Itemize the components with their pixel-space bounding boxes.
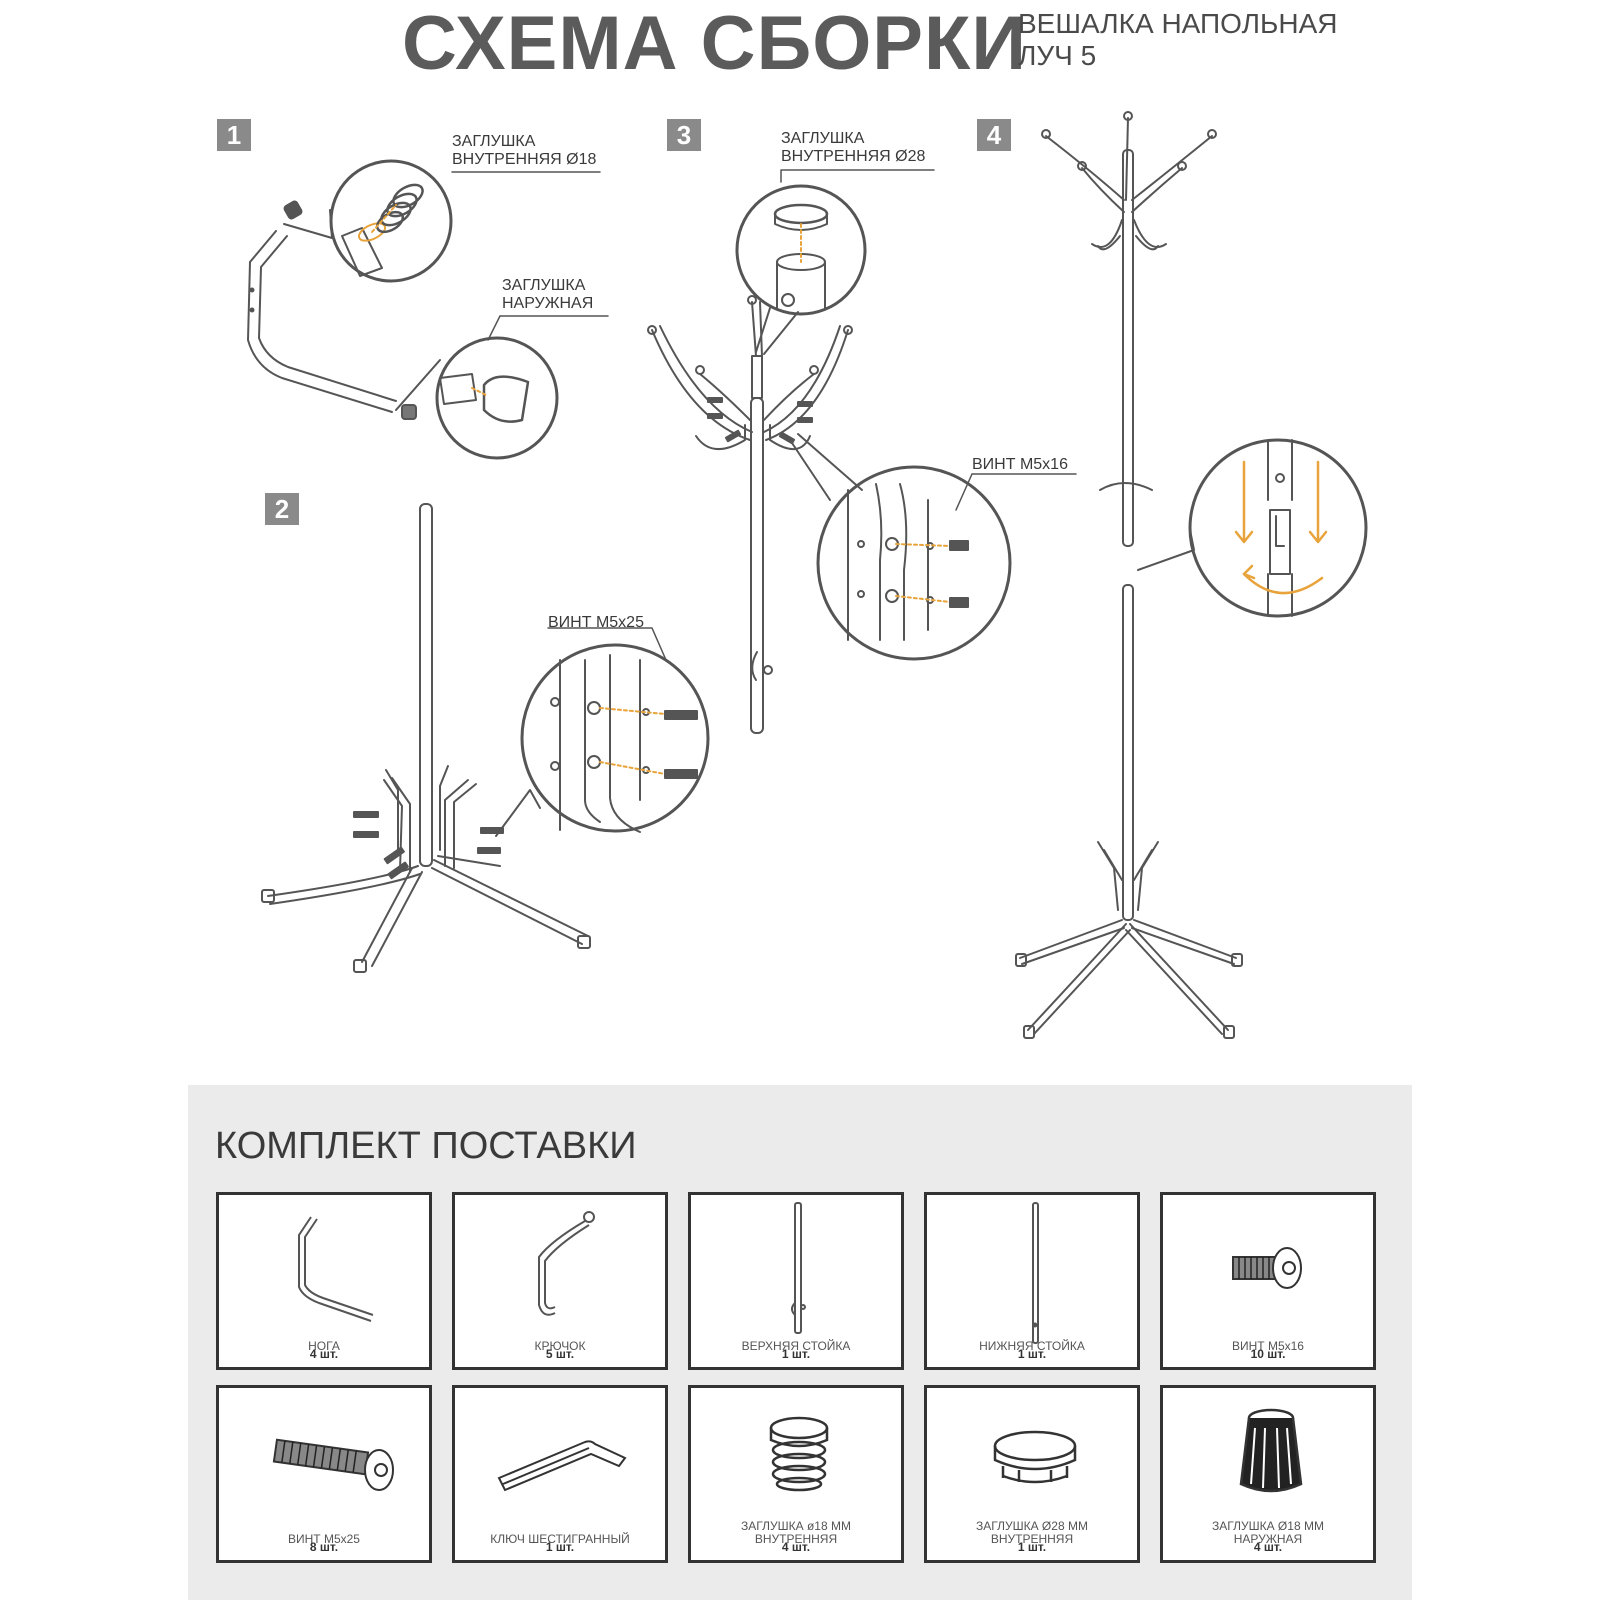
kit-item-name-2: ВНУТРЕННЯЯ [754, 1532, 838, 1546]
kit-item-qty: 4 шт. [1253, 1540, 1283, 1554]
kit-item-hook: КРЮЧОК 5 шт. [452, 1192, 668, 1370]
inner-plug-18-icon [769, 1416, 829, 1492]
kit-item-name: ВИНТ М5х25 [288, 1532, 360, 1546]
kit-item-name-2: ВНУТРЕННЯЯ [990, 1532, 1074, 1546]
leg-icon [298, 1216, 374, 1322]
kit-item-name-2: НАРУЖНАЯ [1233, 1532, 1303, 1546]
callout-inner-plug-18-line2: ВНУТРЕННЯЯ Ø18 [452, 151, 597, 168]
long-screw-icon [272, 1438, 394, 1491]
kit-item-name: ЗАГЛУШКА Ø18 ММ [1212, 1519, 1324, 1533]
step-1-badge: 1 [217, 119, 251, 151]
callout-outer-plug-line1: ЗАГЛУШКА [502, 277, 586, 294]
step-2-base-drawing [261, 503, 591, 973]
kit-item-name: ЗАГЛУШКА ø18 ММ [741, 1519, 851, 1533]
step-3-badge: 3 [667, 119, 701, 151]
kit-item-qty: 1 шт. [545, 1540, 575, 1554]
lower-post-icon [1032, 1202, 1039, 1344]
kit-title: КОМПЛЕКТ ПОСТАВКИ [215, 1125, 637, 1167]
kit-item-leg: НОГА 4 шт. [216, 1192, 432, 1370]
kit-item-screw-m5x16: ВИНТ М5х16 10 шт. [1160, 1192, 1376, 1370]
kit-item-name: КЛЮЧ ШЕСТИГРАННЫЙ [490, 1532, 630, 1546]
kit-item-qty: 10 шт. [1250, 1347, 1286, 1361]
subtitle-line-1: ВЕШАЛКА НАПОЛЬНАЯ [1018, 8, 1338, 39]
kit-item-qty: 1 шт. [1017, 1347, 1047, 1361]
detail-circle-screw-m5x25 [495, 627, 710, 837]
hook-icon [538, 1211, 595, 1316]
callout-inner-plug-28-line2: ВНУТРЕННЯЯ Ø28 [781, 148, 926, 165]
upper-post-icon [791, 1202, 806, 1334]
kit-item-qty: 1 шт. [781, 1347, 811, 1361]
step-4-assembled-drawing [1015, 111, 1243, 1039]
kit-item-qty: 4 шт. [309, 1347, 339, 1361]
kit-item-name: ЗАГЛУШКА Ø28 ММ [976, 1519, 1088, 1533]
kit-item-qty: 4 шт. [781, 1540, 811, 1554]
detail-circle-outer-plug [395, 315, 609, 460]
callout-outer-plug-line2: НАРУЖНАЯ [502, 295, 594, 312]
kit-item-hex-key: КЛЮЧ ШЕСТИГРАННЫЙ 1 шт. [452, 1385, 668, 1563]
callout-screw-m5x25: ВИНТ М5х25 [548, 614, 644, 631]
kit-item-inner-plug-18: ЗАГЛУШКА ø18 ММ ВНУТРЕННЯЯ 4 шт. [688, 1385, 904, 1563]
kit-item-upper-post: ВЕРХНЯЯ СТОЙКА 1 шт. [688, 1192, 904, 1370]
callout-inner-plug-28: ЗАГЛУШКА ВНУТРЕННЯЯ Ø28 [781, 130, 925, 166]
kit-item-outer-plug: ЗАГЛУШКА Ø18 ММ НАРУЖНАЯ 4 шт. [1160, 1385, 1376, 1563]
kit-item-name: КРЮЧОК [534, 1339, 586, 1353]
kit-item-name: НОГА [308, 1339, 340, 1353]
callout-outer-plug: ЗАГЛУШКА НАРУЖНАЯ [502, 277, 593, 313]
step-3-top-drawing [647, 295, 853, 734]
step-1-leg-drawing [247, 200, 417, 420]
short-screw-icon [1232, 1247, 1302, 1289]
kit-item-qty: 8 шт. [309, 1540, 339, 1554]
detail-circle-inner-plug-28 [735, 169, 935, 355]
product-subtitle: ВЕШАЛКА НАПОЛЬНАЯ ЛУЧ 5 [1018, 8, 1337, 72]
kit-item-qty: 1 шт. [1017, 1540, 1047, 1554]
kit-item-qty: 5 шт. [545, 1347, 575, 1361]
kit-item-name: ВЕРХНЯЯ СТОЙКА [741, 1339, 851, 1353]
subtitle-line-2: ЛУЧ 5 [1018, 40, 1097, 71]
callout-screw-m5x16: ВИНТ М5х16 [972, 456, 1068, 473]
step-2-badge: 2 [265, 493, 299, 525]
outer-plug-icon [1239, 1408, 1303, 1493]
hex-key-icon [497, 1440, 627, 1492]
page-title: СХЕМА СБОРКИ [402, 1, 1028, 86]
callout-inner-plug-18-line1: ЗАГЛУШКА [452, 133, 536, 150]
callout-inner-plug-28-line1: ЗАГЛУШКА [781, 130, 865, 147]
kit-item-lower-post: НИЖНЯЯ СТОЙКА 1 шт. [924, 1192, 1140, 1370]
callout-inner-plug-18: ЗАГЛУШКА ВНУТРЕННЯЯ Ø18 [452, 133, 596, 169]
detail-circle-post-joint [1137, 438, 1368, 618]
inner-plug-28-icon [993, 1430, 1077, 1484]
assembly-diagram [247, 111, 1368, 1039]
kit-item-name: НИЖНЯЯ СТОЙКА [979, 1339, 1085, 1353]
detail-circle-screw-m5x16 [789, 433, 1077, 661]
step-4-badge: 4 [977, 119, 1011, 151]
kit-item-screw-m5x25: ВИНТ М5х25 8 шт. [216, 1385, 432, 1563]
kit-section: КОМПЛЕКТ ПОСТАВКИ НОГА 4 шт. КРЮЧОК 5 шт… [188, 1085, 1412, 1600]
kit-item-inner-plug-28: ЗАГЛУШКА Ø28 ММ ВНУТРЕННЯЯ 1 шт. [924, 1385, 1140, 1563]
detail-circle-inner-plug-18 [283, 159, 601, 283]
kit-item-name: ВИНТ М5х16 [1232, 1339, 1304, 1353]
